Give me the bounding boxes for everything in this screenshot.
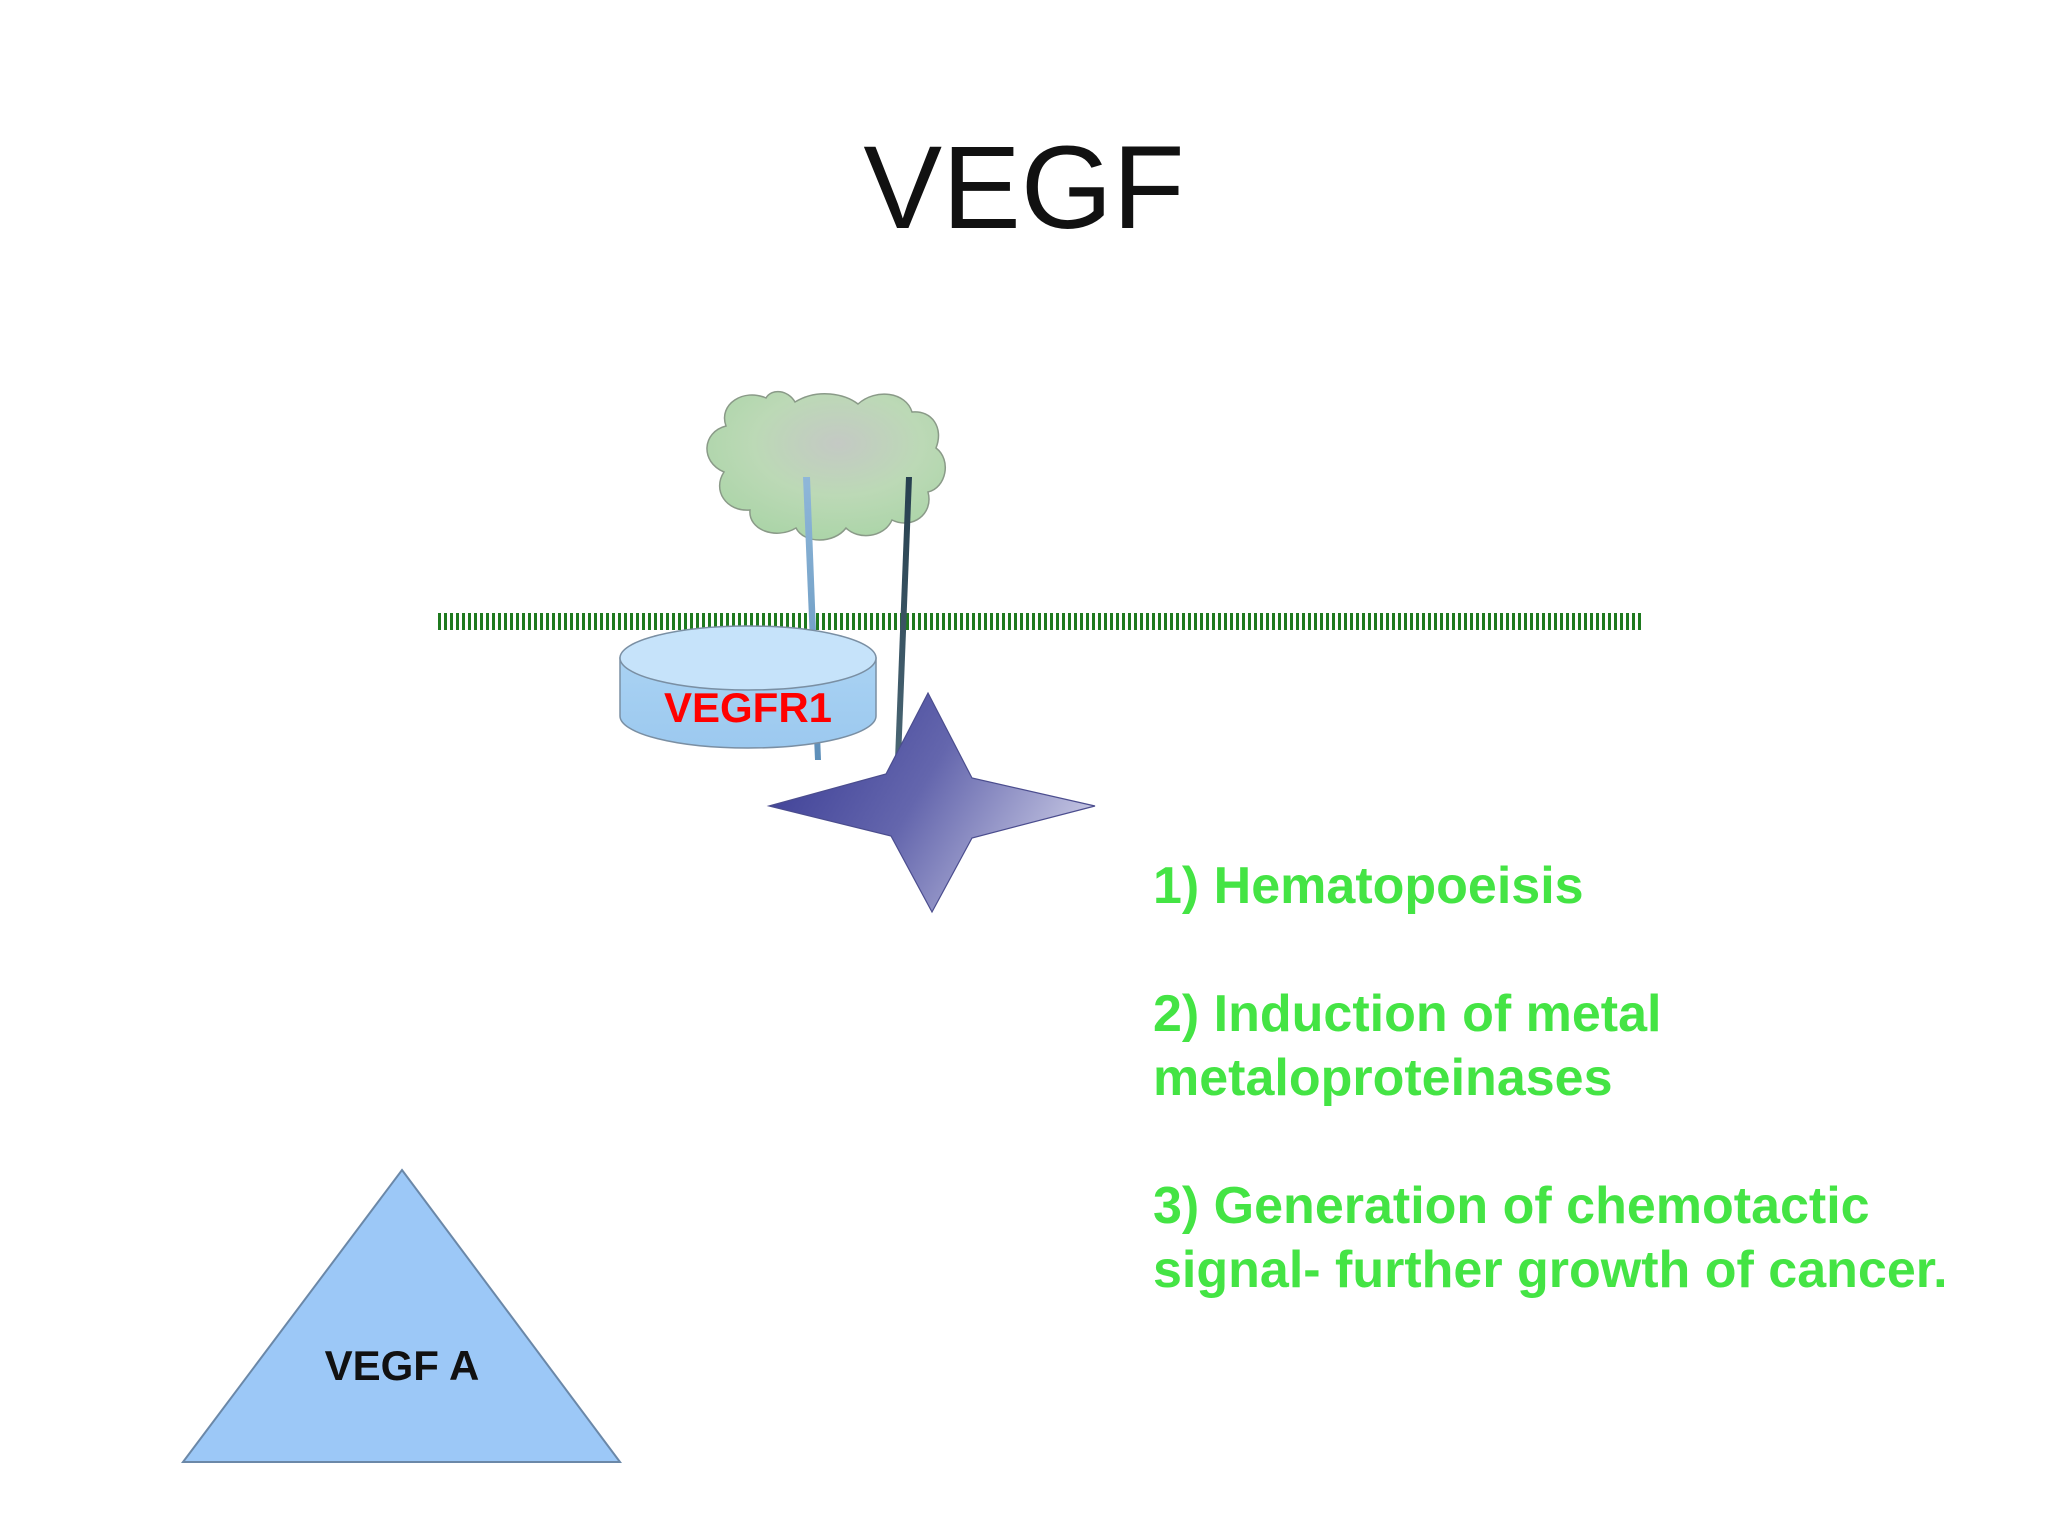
intracellular-domain-star — [766, 691, 1096, 914]
receptor-label: VEGFR1 — [664, 684, 832, 731]
effects-list: 1) Hematopoeisis 2) Induction of metal m… — [1153, 854, 2013, 1366]
ligand-triangle — [181, 1168, 622, 1463]
effect-hematopoiesis: 1) Hematopoeisis — [1153, 857, 1584, 915]
cell-membrane — [438, 613, 1644, 630]
receptor-disk — [619, 625, 877, 749]
transmembrane-stem-right — [895, 477, 912, 760]
effect-chemotactic-signal: 3) Generation of chemotactic signal- fur… — [1153, 1177, 1948, 1299]
effect-mmp-induction: 2) Induction of metal metaloproteinases — [1153, 985, 1662, 1107]
ligand-label: VEGF A — [325, 1342, 480, 1389]
slide-title: VEGF — [863, 122, 1185, 254]
extracellular-domain-cloud — [706, 390, 946, 541]
